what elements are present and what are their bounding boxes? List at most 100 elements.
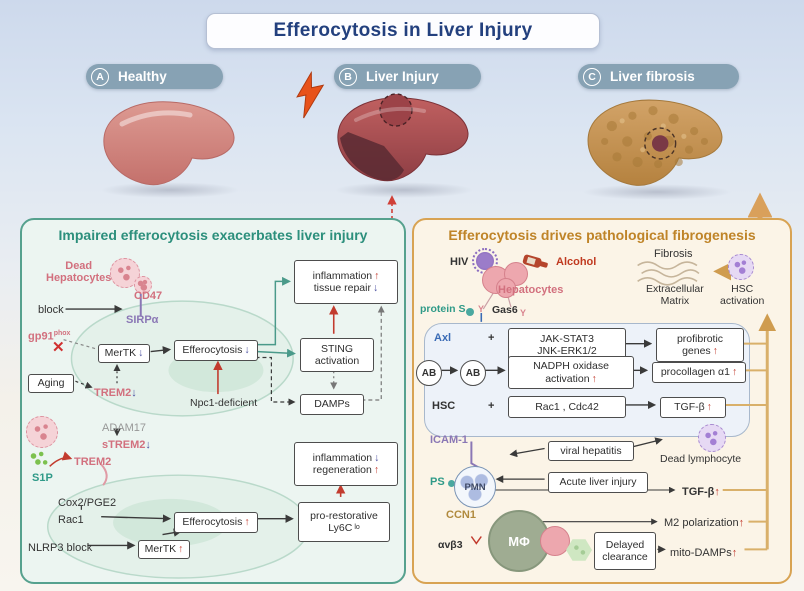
sirpa-label: SIRPα xyxy=(126,314,159,326)
gas6-label: Gas6 xyxy=(492,304,518,316)
adam17-label: ADAM17 xyxy=(102,422,147,434)
rac1-cdc42-label: Rac1 , Cdc42 xyxy=(535,400,599,413)
stage-b-label: Liver Injury xyxy=(366,69,439,84)
aging-box: Aging xyxy=(28,374,74,393)
ab-label: AB xyxy=(421,367,437,379)
up-arrow: ↑ xyxy=(178,543,184,556)
mito-damps-label: mito-DAMPs↑ xyxy=(670,547,737,559)
cd47-label: CD47 xyxy=(134,290,163,302)
viral-hepatitis-box: viral hepatitis xyxy=(548,441,634,461)
gp91-base: gp91 xyxy=(28,330,54,343)
down-arrow: ↓ xyxy=(145,439,151,451)
up-arrow: ↑ xyxy=(374,269,380,282)
viral-hepatitis-label: viral hepatitis xyxy=(560,444,622,457)
hepatocytes-label: Hepatocytes xyxy=(498,284,564,296)
left-panel-title: Impaired efferocytosis exacerbates liver… xyxy=(58,227,368,243)
stage-a-label: Healthy xyxy=(118,69,167,84)
gp91-sup: phox xyxy=(53,330,71,337)
hiv-label: HIV xyxy=(450,256,469,268)
trem2-down-label: TREM2↓ xyxy=(94,387,137,399)
ecm-line2: Matrix xyxy=(660,294,690,307)
stage-c-label: Liver fibrosis xyxy=(610,69,695,84)
hiv-virus-icon xyxy=(472,248,498,274)
block-label: block xyxy=(38,304,64,316)
up-arrow: ↑ xyxy=(738,517,745,529)
mertk-down-label: MerTK xyxy=(104,347,137,360)
sting-activation-box: STING activation xyxy=(300,338,374,372)
apoptotic-body-circle: AB xyxy=(416,360,442,386)
alcohol-bottle-icon xyxy=(522,254,548,268)
ps-label: PS xyxy=(430,476,445,488)
inflammation-tissue-repair-box: inflammation↑ tissue repair↓ xyxy=(294,260,398,304)
plus-sign: + xyxy=(488,332,495,344)
dead-lymphocyte-label: Dead lymphocyte xyxy=(660,453,742,465)
panel-to-liver-c-arrow xyxy=(748,192,772,220)
liver-a-shadow xyxy=(100,182,240,198)
liver-b-shadow xyxy=(334,182,474,198)
dead-hepatocytes-line1: Dead xyxy=(65,260,93,272)
tgfb-output-label: TGF-β↑ xyxy=(682,486,720,498)
liver-c-shadow xyxy=(582,184,732,200)
right-panel-title: Efferocytosis drives pathological fibrog… xyxy=(448,227,756,243)
left-panel: Impaired efferocytosis exacerbates liver… xyxy=(20,218,406,584)
acute-liver-injury-box: Acute liver injury xyxy=(548,472,648,493)
efferocytosis-up-label: Efferocytosis xyxy=(182,516,243,529)
rac1-cdc42-box: Rac1 , Cdc42 xyxy=(508,396,626,418)
s1p-dots-icon xyxy=(28,450,50,470)
stage-b-badge: B Liver Injury xyxy=(334,64,481,89)
mertk-down-box: MerTK↓ xyxy=(98,344,150,363)
hepatocyte-cell-icon xyxy=(504,262,528,286)
up-arrow: ↑ xyxy=(373,464,380,476)
gas6-ligand-icon: Y xyxy=(478,304,485,314)
ps-icon xyxy=(448,480,455,487)
hepatocyte-cell-icon xyxy=(496,278,516,298)
profibrotic-genes-box: profibrotic genes↑ xyxy=(656,328,744,362)
clearance-label: clearance xyxy=(602,551,648,563)
dead-hepatocytes-label: Dead Hepatocytes xyxy=(46,260,111,284)
hsc-activation-label: HSC activation xyxy=(720,283,765,307)
icam1-label: ICAM-1 xyxy=(430,434,468,446)
figure-title: Efferocytosis in Liver Injury xyxy=(273,20,533,41)
strem2-base: sTREM2 xyxy=(102,439,146,451)
stage-a-badge: A Healthy xyxy=(86,64,223,89)
jnk-erk-label: JNK-ERK1/2 xyxy=(537,345,597,357)
dead-lymphocyte-cell-icon xyxy=(698,424,726,452)
plus-sign: + xyxy=(488,400,495,412)
hsc-activation-line1: HSC xyxy=(731,283,754,295)
pro-restorative-label: pro-restorative xyxy=(310,509,378,522)
extracellular-matrix-label: Extracellular Matrix xyxy=(646,283,704,307)
inhibition-cross-icon: ✕ xyxy=(52,339,65,356)
down-arrow: ↓ xyxy=(372,282,379,294)
dead-hepatocytes-line2: Hepatocytes xyxy=(46,272,112,285)
dead-hepatocyte-cell-icon-small xyxy=(134,276,152,294)
gp91phox-label: gp91phox xyxy=(28,330,70,343)
s1p-label: S1P xyxy=(32,472,53,484)
m2-text: M2 polarization xyxy=(664,517,739,529)
trem2-label: TREM2 xyxy=(74,456,112,468)
hsc-activation-line2: activation xyxy=(720,294,765,307)
nadph-activation-label: activation xyxy=(545,372,590,385)
hsc-cell-icon xyxy=(728,254,754,280)
panel-to-liver-b-arrow xyxy=(387,195,397,220)
nlrp3-block-label: NLRP3 block xyxy=(28,542,93,554)
ccn1-label: CCN1 xyxy=(446,509,476,521)
m2-polarization-label: M2 polarization↑ xyxy=(664,517,744,529)
stage-a-letter: A xyxy=(91,67,109,86)
down-arrow: ↓ xyxy=(131,387,137,399)
tissue-repair-down-label: tissue repair xyxy=(313,282,371,294)
sting-label: STING xyxy=(320,342,354,355)
cox2-pge2-label: Cox2/PGE2 xyxy=(58,497,117,509)
apoptotic-cell-icon xyxy=(26,416,58,448)
procollagen-box: procollagen α1↑ xyxy=(652,362,746,383)
genes-label: genes xyxy=(682,345,711,357)
procollagen-label: procollagen α1 xyxy=(660,366,730,379)
liver-b-injured-illustration xyxy=(337,93,469,182)
inflammation-down-label: inflammation xyxy=(312,451,373,464)
up-arrow: ↑ xyxy=(706,401,712,414)
efferocytosis-down-box: Efferocytosis↓ xyxy=(174,340,258,361)
damps-box: DAMPs xyxy=(300,394,364,415)
ab-label: AB xyxy=(465,367,481,379)
hsc-label: HSC xyxy=(432,400,456,412)
nadph-oxidase-box: NADPH oxidase activation↑ xyxy=(508,356,634,389)
